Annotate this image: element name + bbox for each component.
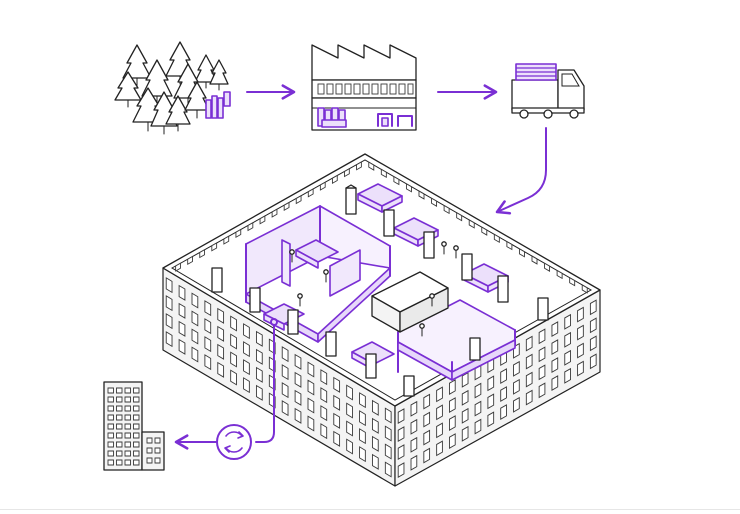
tower-building-icon	[104, 382, 164, 470]
window	[155, 458, 160, 463]
window	[125, 415, 131, 420]
window	[125, 406, 131, 411]
window	[134, 424, 140, 429]
window	[108, 433, 114, 438]
paper-rolls-icon	[318, 108, 346, 127]
window	[125, 388, 131, 393]
window	[134, 442, 140, 447]
window	[108, 451, 114, 456]
window	[117, 406, 123, 411]
window	[155, 448, 160, 453]
window	[125, 397, 131, 402]
arrow-truck-to-office	[497, 128, 546, 212]
window	[125, 451, 131, 456]
window	[117, 415, 123, 420]
window	[108, 424, 114, 429]
window	[134, 388, 140, 393]
factory-icon	[312, 45, 416, 130]
window	[147, 438, 152, 443]
window	[134, 406, 140, 411]
truck-icon	[512, 64, 584, 118]
window	[117, 424, 123, 429]
window	[134, 415, 140, 420]
window	[117, 388, 123, 393]
window	[108, 460, 114, 465]
window	[117, 460, 123, 465]
recycle-icon	[217, 425, 251, 459]
window	[147, 458, 152, 463]
window	[108, 406, 114, 411]
window	[108, 442, 114, 447]
window	[117, 433, 123, 438]
window	[134, 397, 140, 402]
window	[125, 442, 131, 447]
window	[125, 424, 131, 429]
window	[134, 460, 140, 465]
forest-icon	[115, 42, 230, 134]
window	[125, 460, 131, 465]
window	[108, 388, 114, 393]
window	[147, 448, 152, 453]
window	[117, 451, 123, 456]
window	[134, 433, 140, 438]
window	[134, 451, 140, 456]
bottom-divider	[0, 509, 740, 510]
window	[117, 397, 123, 402]
window	[125, 433, 131, 438]
window	[108, 415, 114, 420]
window	[108, 397, 114, 402]
timber-stack-icon	[206, 92, 230, 118]
truck-cargo-icon	[516, 64, 556, 80]
window	[155, 438, 160, 443]
window	[117, 442, 123, 447]
